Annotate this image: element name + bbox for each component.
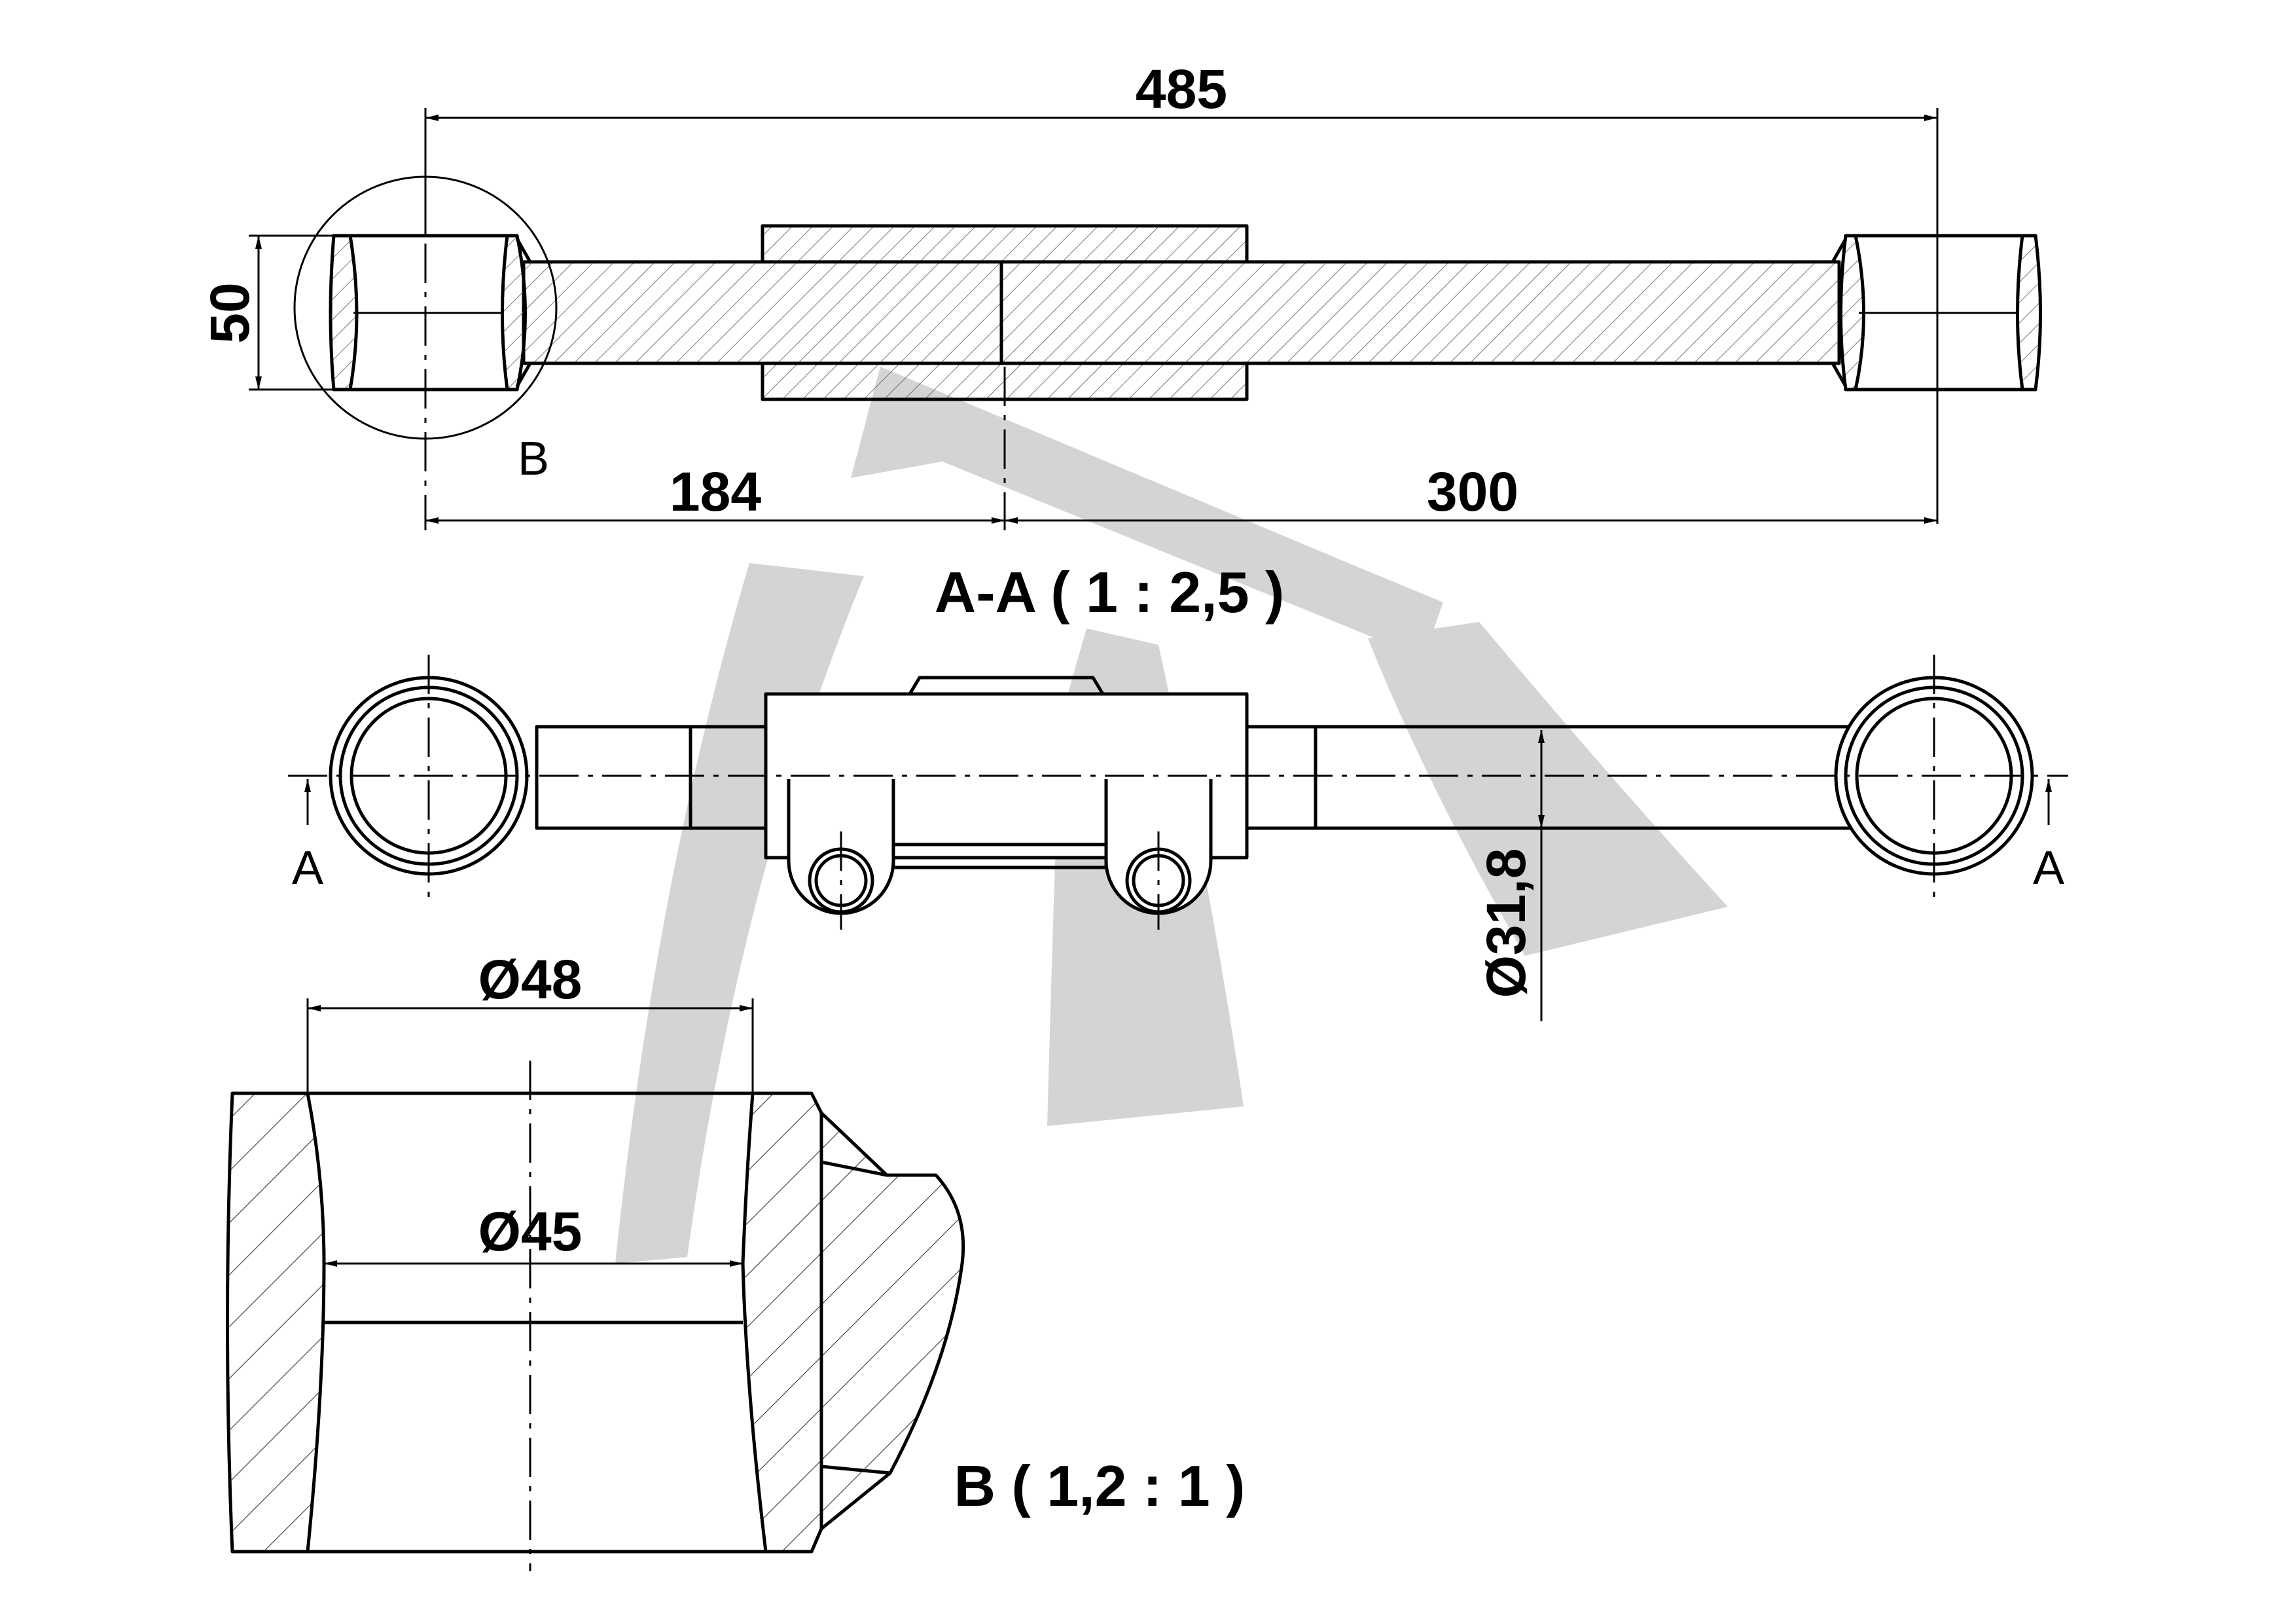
- dimension-45-label: Ø45: [478, 1201, 583, 1262]
- detail-view-title: B ( 1,2 : 1 ): [954, 1453, 1246, 1518]
- section-marker-left: A: [292, 842, 323, 894]
- detail-right-wall: [741, 1091, 823, 1554]
- top-section-view: [293, 118, 2042, 530]
- dimension-485: 485: [424, 58, 1939, 524]
- dimension-48-label: Ø48: [478, 949, 583, 1010]
- dimension-50-label: 50: [199, 282, 260, 343]
- dimension-485-label: 485: [1136, 58, 1227, 120]
- dimension-45: Ø45: [324, 1201, 743, 1267]
- sleeve-top: [761, 224, 1249, 264]
- dimension-rod-diameter-label: Ø31,8: [1475, 848, 1537, 998]
- rod-section: [522, 260, 1841, 365]
- dimension-48: Ø48: [306, 949, 754, 1093]
- detail-marker-b: B: [518, 433, 549, 485]
- left-eye-wall-outer: [329, 234, 359, 392]
- right-eye-wall-outer: [1839, 234, 1865, 392]
- section-marker-right: A: [2033, 842, 2064, 894]
- side-view: [288, 655, 2068, 930]
- dimension-300: 300: [1005, 461, 1937, 524]
- detail-left-wall: [226, 1091, 326, 1554]
- dimension-rod-diameter: Ø31,8: [1475, 730, 1545, 1021]
- dimension-300-label: 300: [1427, 461, 1518, 522]
- left-eye-wall-inner: [501, 234, 527, 392]
- dimension-184: 184: [425, 461, 1005, 524]
- detail-weld: [819, 1111, 965, 1531]
- dimension-50: 50: [199, 234, 334, 391]
- dimension-184-label: 184: [670, 461, 761, 522]
- detail-b-view: [226, 1061, 965, 1571]
- right-eye-wall-inner: [2016, 234, 2042, 392]
- section-view-title: A-A ( 1 : 2,5 ): [935, 560, 1285, 625]
